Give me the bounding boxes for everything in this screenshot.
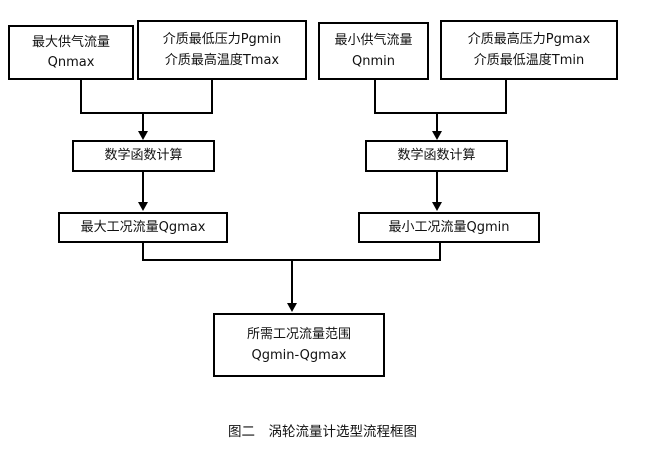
connector-final-drop-right — [439, 243, 441, 261]
node-qgmin: 最小工况流量Qgmin — [358, 212, 540, 243]
connector-right-merge-stem — [436, 112, 438, 134]
connector-final-drop-left — [142, 243, 144, 261]
node-min-supply-flow-line2: Qnmin — [352, 53, 395, 69]
connector-right-merge-bar — [374, 112, 507, 114]
node-math-calc-left: 数学函数计算 — [72, 140, 215, 172]
connector-calc-right-to-qgmin — [436, 172, 438, 204]
node-result-range-line2: Qgmin-Qgmax — [251, 347, 347, 363]
node-max-pressure-min-temp-line2: 介质最低温度Tmin — [473, 52, 585, 68]
node-max-supply-flow: 最大供气流量 Qnmax — [8, 25, 134, 80]
connector-right-drop-a — [374, 80, 376, 114]
node-result-range-line1: 所需工况流量范围 — [246, 327, 351, 343]
node-qgmax: 最大工况流量Qgmax — [58, 212, 228, 243]
connector-left-merge-stem — [142, 112, 144, 134]
connector-left-drop-a — [80, 80, 82, 114]
connector-final-merge-stem — [291, 259, 293, 305]
node-min-pressure-max-temp-line2: 介质最高温度Tmax — [164, 52, 280, 68]
arrowhead-calc-right-to-qgmin — [432, 202, 442, 211]
connector-right-drop-b — [505, 80, 507, 114]
node-min-pressure-max-temp-line1: 介质最低压力Pgmin — [162, 32, 282, 48]
node-math-calc-right-label: 数学函数计算 — [397, 148, 476, 164]
node-max-pressure-min-temp: 介质最高压力Pgmax 介质最低温度Tmin — [440, 20, 618, 80]
node-qgmin-label: 最小工况流量Qgmin — [388, 219, 510, 235]
node-max-supply-flow-line2: Qnmax — [47, 55, 95, 70]
connector-left-drop-b — [211, 80, 213, 114]
arrowhead-calc-left-to-qgmax — [138, 202, 148, 211]
node-math-calc-right: 数学函数计算 — [365, 140, 508, 172]
node-qgmax-label: 最大工况流量Qgmax — [80, 219, 206, 235]
node-max-supply-flow-line1: 最大供气流量 — [31, 34, 110, 50]
connector-calc-left-to-qgmax — [142, 172, 144, 204]
node-max-pressure-min-temp-line1: 介质最高压力Pgmax — [467, 32, 591, 48]
connector-left-merge-bar — [80, 112, 213, 114]
node-min-supply-flow-line1: 最小供气流量 — [334, 33, 413, 49]
node-math-calc-left-label: 数学函数计算 — [104, 148, 183, 164]
arrowhead-final-to-result — [287, 303, 297, 312]
node-result-range: 所需工况流量范围 Qgmin-Qgmax — [213, 313, 385, 377]
node-min-supply-flow: 最小供气流量 Qnmin — [318, 22, 429, 80]
node-min-pressure-max-temp: 介质最低压力Pgmin 介质最高温度Tmax — [137, 20, 307, 80]
arrowhead-right-to-calc — [432, 131, 442, 140]
arrowhead-left-to-calc — [138, 131, 148, 140]
figure-caption: 图二 涡轮流量计选型流程框图 — [228, 424, 417, 440]
